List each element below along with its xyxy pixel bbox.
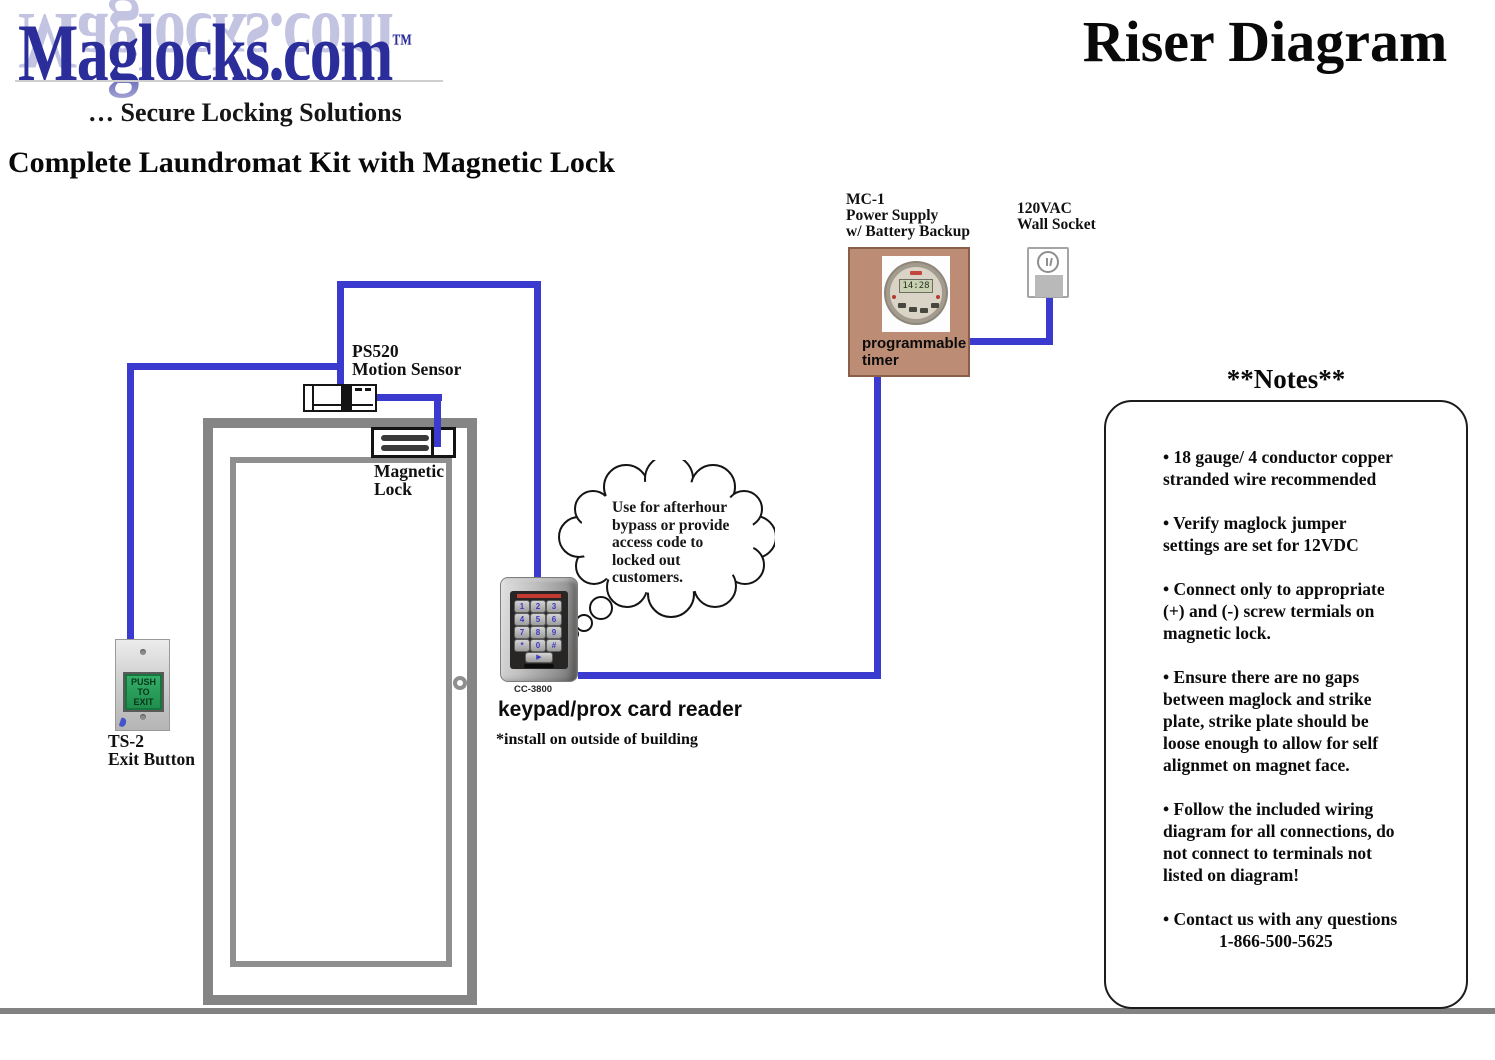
keypad-led-strip xyxy=(517,594,561,598)
logo-reflection-fade xyxy=(0,82,470,144)
timer-lcd: 14:28 xyxy=(899,279,933,293)
door-frame xyxy=(203,418,477,1005)
manufacturer-logo-icon xyxy=(118,717,128,728)
maglocks-logo-text: Maglocks.com™ xyxy=(18,12,412,94)
timer-button-icon xyxy=(931,303,939,308)
magnetic-lock xyxy=(371,427,456,458)
keypad-install-note: *install on outside of building xyxy=(496,731,698,748)
page-title: Riser Diagram xyxy=(1082,9,1448,74)
wire-keypad-vertical xyxy=(534,281,541,577)
keypad-key: 6 xyxy=(547,614,561,625)
socket-outlet-icon xyxy=(1037,251,1059,273)
note-bullet: • Follow the included wiring diagram for… xyxy=(1163,799,1395,885)
socket-slot xyxy=(1046,258,1048,266)
keypad-model-label: CC-3800 xyxy=(514,684,553,695)
floor-line xyxy=(0,1008,1495,1014)
keypad-key: 2 xyxy=(531,601,545,612)
wire-top-horizontal xyxy=(337,281,541,288)
door-panel xyxy=(230,457,452,967)
motion-sensor-label: PS520 Motion Sensor xyxy=(352,341,462,379)
motion-sensor-detail xyxy=(355,388,362,391)
door-knob-icon xyxy=(453,676,467,690)
wire-powersupply-vertical xyxy=(874,377,881,679)
wall-socket-label: 120VAC Wall Socket xyxy=(1017,200,1096,233)
logo-word: Maglocks.com xyxy=(18,7,393,98)
wire-exitbutton-vertical xyxy=(127,363,134,639)
note-bullet: • Connect only to appropriate (+) and (-… xyxy=(1163,579,1385,643)
power-supply-label: MC-1 Power Supply w/ Battery Backup xyxy=(846,191,970,240)
timer-button-icon xyxy=(909,307,917,312)
note-bullet: • Verify maglock jumper settings are set… xyxy=(1163,513,1359,555)
maglock-divider xyxy=(431,430,434,455)
timer-ring: 14:28 xyxy=(886,263,946,323)
timer-brand-mark xyxy=(910,271,922,275)
wall-socket xyxy=(1027,247,1069,298)
maglock-vent-bar xyxy=(381,445,429,451)
keypad-title: keypad/prox card reader xyxy=(498,698,742,721)
notes-phone: 1-866-500-5625 xyxy=(1219,931,1333,951)
keypad-key: * xyxy=(515,640,529,651)
thought-bubble-text: Use for afterhour bypass or provide acce… xyxy=(612,499,730,586)
notes-title: **Notes** xyxy=(1226,364,1346,394)
logo-reflection: Maglocks.com xyxy=(18,0,392,87)
magnetic-lock-label: Magnetic Lock xyxy=(374,461,444,499)
timer-indicator-icon xyxy=(892,295,896,299)
maglock-vent-bar xyxy=(381,435,429,441)
exit-button-plate: PUSH TO EXIT xyxy=(115,639,170,731)
keypad-key: 5 xyxy=(531,614,545,625)
keypad-key: # xyxy=(547,640,561,651)
keypad-function-key: ▶ xyxy=(526,653,552,662)
keypad-key: 0 xyxy=(531,640,545,651)
note-bullet: • 18 gauge/ 4 conductor copper stranded … xyxy=(1163,447,1393,489)
keypad-key: 7 xyxy=(515,627,529,638)
logo-tagline: … Secure Locking Solutions xyxy=(88,98,402,127)
keypad-card-slot xyxy=(524,664,554,668)
programmable-timer-label: programmable timer xyxy=(862,335,967,369)
keypad-key: 3 xyxy=(547,601,561,612)
note-bullet: • Ensure there are no gaps between maglo… xyxy=(1163,667,1379,775)
programmable-timer-photo: 14:28 xyxy=(882,256,950,332)
wire-motionsensor-vertical xyxy=(337,281,344,385)
timer-button-icon xyxy=(920,308,928,313)
keypad-key: 4 xyxy=(515,614,529,625)
motion-sensor xyxy=(303,384,377,412)
maglocks-logo: Maglocks.com™ Maglocks.com … Secure Lock… xyxy=(0,0,480,146)
exit-button: PUSH TO EXIT xyxy=(123,672,164,712)
timer-button-icon xyxy=(898,303,906,308)
wire-exitbutton-horizontal xyxy=(127,363,344,370)
wire-maglock-vertical xyxy=(434,394,441,447)
logo-underline xyxy=(15,80,443,82)
wire-keypad-horizontal xyxy=(578,672,881,679)
wire-powersupply-horizontal xyxy=(970,338,1053,345)
motion-sensor-detail xyxy=(365,388,371,391)
notes-box: • 18 gauge/ 4 conductor copper stranded … xyxy=(1104,400,1468,1009)
note-bullet: • Contact us with any questions xyxy=(1163,909,1398,929)
keypad-key: 1 xyxy=(515,601,529,612)
socket-slot xyxy=(1049,257,1053,267)
power-supply-box: 14:28 programmable timer xyxy=(848,247,970,377)
exit-button-label: TS-2 Exit Button xyxy=(108,731,196,769)
keypad-key: 8 xyxy=(531,627,545,638)
trademark-symbol: ™ xyxy=(391,28,413,58)
motion-sensor-lens xyxy=(341,386,352,410)
kit-subtitle: Complete Laundromat Kit with Magnetic Lo… xyxy=(8,146,615,179)
wire-maglock-horizontal xyxy=(377,394,442,401)
keypad-key: 9 xyxy=(547,627,561,638)
motion-sensor-detail xyxy=(312,386,314,410)
thought-bubble-cloud xyxy=(558,460,775,640)
screw-icon xyxy=(140,714,146,720)
wire-wallsocket-vertical xyxy=(1046,297,1053,345)
socket-cover xyxy=(1035,275,1063,297)
screw-icon xyxy=(140,649,146,655)
timer-indicator-icon xyxy=(936,295,940,299)
